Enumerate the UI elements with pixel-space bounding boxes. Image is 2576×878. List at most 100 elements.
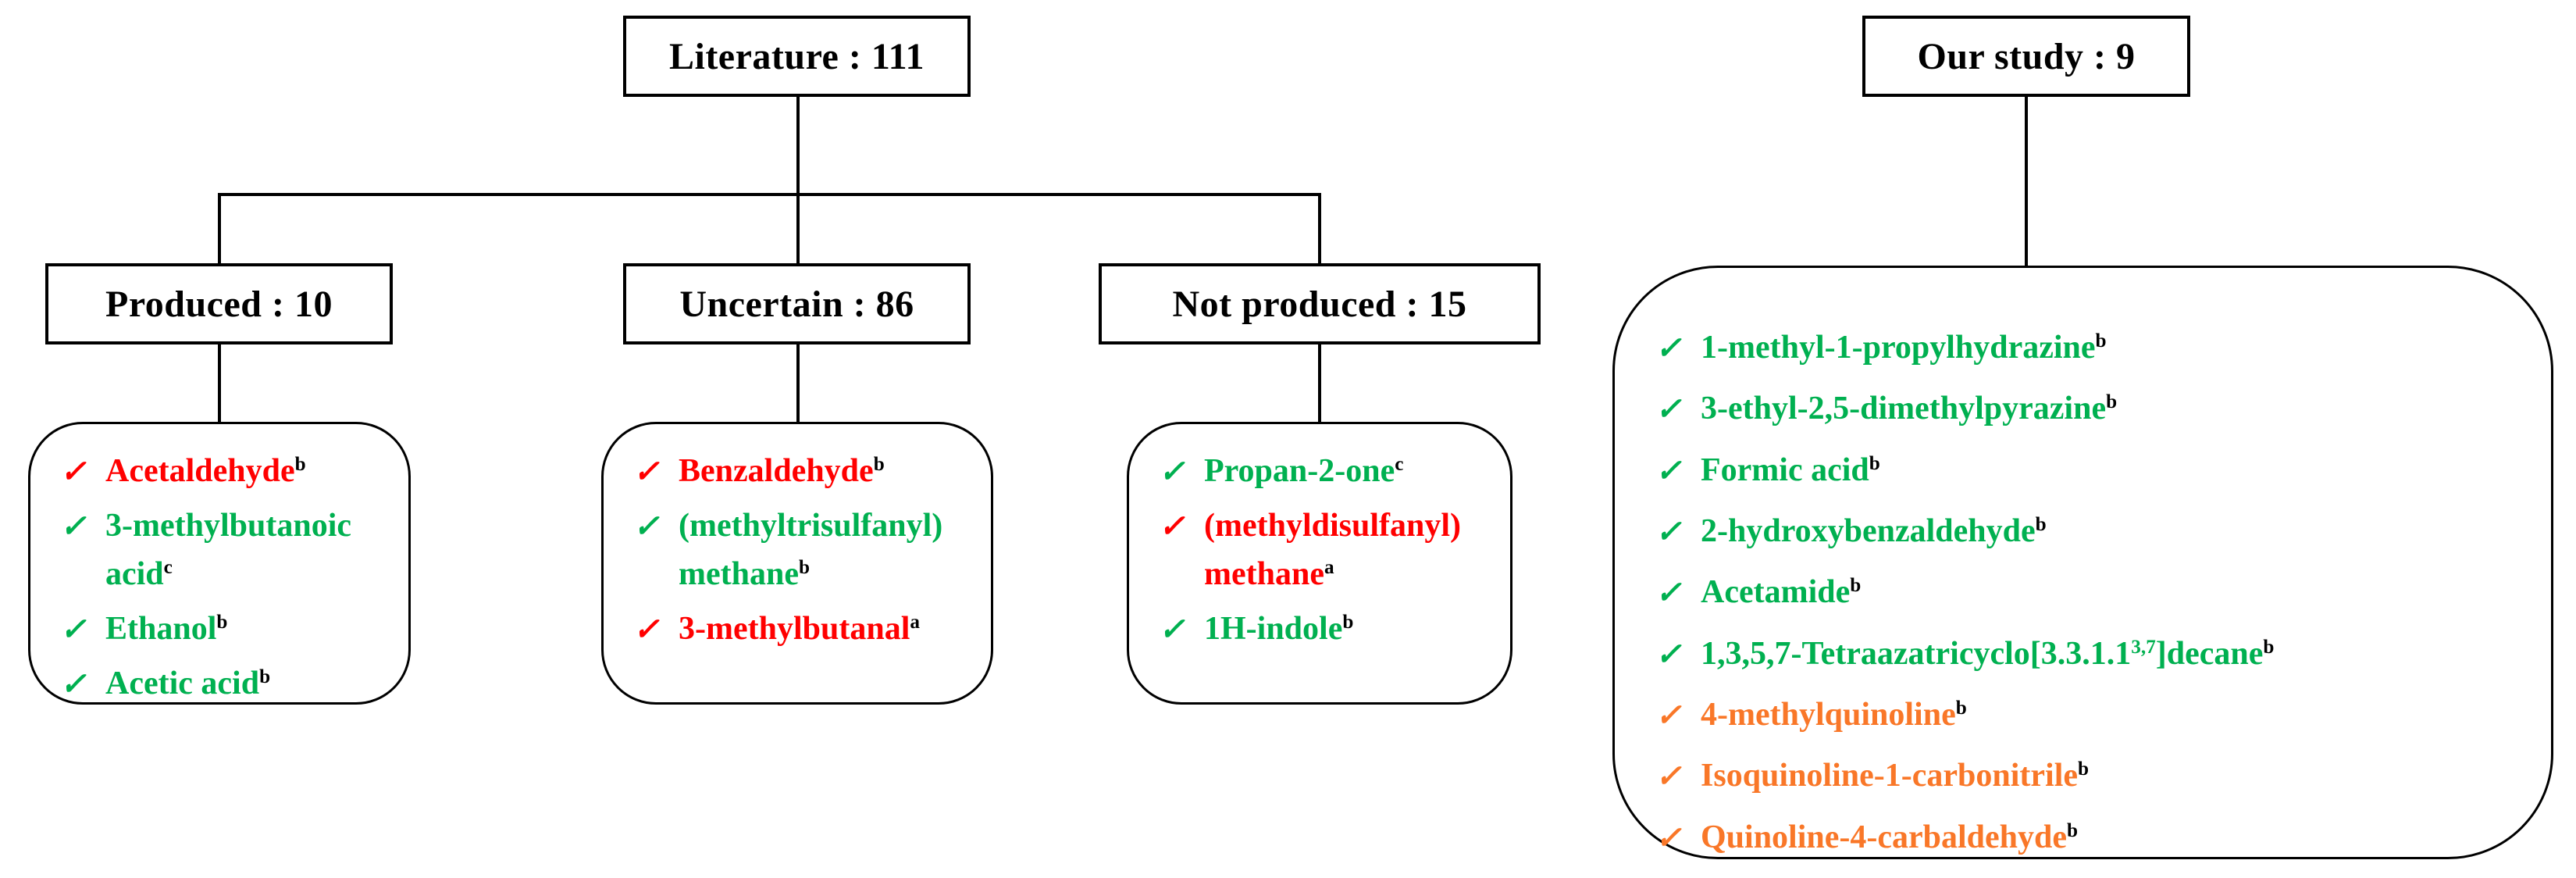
reference-marker: b [2067,819,2079,841]
check-icon: ✓ [1159,509,1185,544]
produced-list-box: ✓ Acetaldehydeb ✓ 3-methylbutanoic acidc ✓ Et… [28,422,411,705]
check-icon: ✓ [60,509,87,544]
node-produced-label: Produced : 10 [105,283,333,325]
reference-marker: a [1324,556,1334,578]
node-produced: Produced : 10 [45,263,393,344]
reference-marker: b [1869,452,1880,474]
not-produced-list: ✓ Propan-2-onec ✓ (methyldisulfanyl) methan… [1129,424,1510,702]
node-uncertain-label: Uncertain : 86 [679,283,914,325]
compound-item: ✓ 3-ethyl-2,5-dimethylpyrazineb [1655,385,2528,433]
compound-name: 3-methylbutanoic acidc [105,508,351,592]
node-not-produced-label: Not produced : 15 [1172,283,1467,325]
compound-name: Acetic acidb [105,666,271,702]
connector-line [796,343,800,423]
compound-item: ✓ Benzaldehydeb [633,448,977,495]
compound-name: 4-methylquinolineb [1701,696,1967,733]
connector-line [218,193,1321,196]
check-icon: ✓ [633,509,660,544]
compound-item: ✓ 3-methylbutanala [633,605,977,653]
reference-marker: a [910,612,920,634]
reference-marker: b [2106,391,2118,413]
compound-item: ✓ (methyltrisulfanyl) methaneb [633,502,977,598]
check-icon: ✓ [1655,330,1682,366]
compound-item: ✓ Propan-2-onec [1159,448,1496,495]
reference-marker: b [1850,575,1862,597]
reference-marker: b [294,454,306,476]
node-literature: Literature : 111 [623,16,971,97]
check-icon: ✓ [1159,611,1185,647]
check-icon: ✓ [1655,513,1682,549]
reference-marker: b [2095,330,2107,352]
compound-name: Quinoline-4-carbaldehydeb [1701,819,2079,855]
reference-marker: b [873,454,885,476]
check-icon: ✓ [1655,391,1682,427]
check-icon: ✓ [60,454,87,489]
compound-item: ✓ Ethanolb [60,605,394,653]
reference-marker: b [1342,612,1354,634]
connector-line [796,195,800,265]
compound-name: Ethanolb [105,610,228,647]
our-study-list-box: ✓ 1-methyl-1-propylhydrazineb ✓ 3-ethyl-2,5… [1612,266,2553,859]
compound-name: Acetamideb [1701,574,1862,611]
connector-line [1318,343,1321,423]
compound-item: ✓ Quinoline-4-carbaldehydeb [1655,814,2528,862]
check-icon: ✓ [1655,575,1682,611]
compound-item: ✓ 3-methylbutanoic acidc [60,502,394,598]
compound-name: Isoquinoline-1-carbonitrileb [1701,758,2090,794]
compound-item: ✓ 4-methylquinolineb [1655,691,2528,739]
reference-marker: b [216,612,228,634]
compound-name: Formic acidb [1701,451,1880,488]
connector-line [1318,195,1321,265]
check-icon: ✓ [1655,697,1682,733]
node-uncertain: Uncertain : 86 [623,263,971,344]
compound-name: 2-hydroxybenzaldehydeb [1701,512,2047,549]
reference-marker: b [2263,636,2275,658]
compound-name: 1,3,5,7-Tetraazatricyclo[3.3.1.13,7]deca… [1701,635,2275,672]
compound-name: 1-methyl-1-propylhydrazineb [1701,330,2107,366]
reference-marker: c [163,556,173,578]
compound-item: ✓ Acetamideb [1655,569,2528,616]
compound-name: Acetaldehydeb [105,453,306,489]
reference-marker: b [2035,514,2047,536]
compound-item: ✓ 1-methyl-1-propylhydrazineb [1655,324,2528,372]
check-icon: ✓ [1655,819,1682,855]
reference-marker: b [798,556,810,578]
reference-marker: b [1955,698,1967,719]
compound-name: 3-ethyl-2,5-dimethylpyrazineb [1701,391,2118,427]
compound-item: ✓ 2-hydroxybenzaldehydeb [1655,508,2528,555]
check-icon: ✓ [60,666,87,702]
connector-line [218,195,221,265]
uncertain-list: ✓ Benzaldehydeb ✓ (methyltrisulfanyl) metha… [604,424,991,702]
check-icon: ✓ [633,454,660,489]
produced-list: ✓ Acetaldehydeb ✓ 3-methylbutanoic acidc ✓ Et… [30,424,408,702]
compound-item: ✓ Formic acidb [1655,447,2528,494]
check-icon: ✓ [1655,452,1682,488]
check-icon: ✓ [1655,758,1682,794]
check-icon: ✓ [1159,454,1185,489]
compound-item: ✓1,3,5,7-Tetraazatricyclo[3.3.1.13,7]dec… [1655,630,2528,678]
uncertain-list-box: ✓ Benzaldehydeb ✓ (methyltrisulfanyl) metha… [601,422,993,705]
reference-marker: b [259,666,271,688]
node-our-study: Our study : 9 [1862,16,2190,97]
compound-name: Benzaldehydeb [679,453,885,489]
node-not-produced: Not produced : 15 [1099,263,1541,344]
connector-line [796,95,800,195]
check-icon: ✓ [60,611,87,647]
node-our-study-label: Our study : 9 [1917,35,2136,77]
not-produced-list-box: ✓ Propan-2-onec ✓ (methyldisulfanyl) methan… [1127,422,1512,705]
compound-item: ✓ Acetaldehydeb [60,448,394,495]
compound-name: (methyltrisulfanyl) methaneb [679,508,943,592]
connector-line [2025,95,2028,267]
reference-marker: b [2078,758,2090,780]
compound-name: 3-methylbutanala [679,610,920,647]
compound-name: (methyldisulfanyl) methanea [1204,508,1462,592]
node-literature-label: Literature : 111 [668,35,925,77]
check-icon: ✓ [633,611,660,647]
connector-line [218,343,221,423]
compound-name: Propan-2-onec [1204,453,1404,489]
compound-item: ✓ Acetic acidb [60,660,394,708]
compound-item: ✓ 1H-indoleb [1159,605,1496,653]
compound-item: ✓ (methyldisulfanyl) methanea [1159,502,1496,598]
compound-name: 1H-indoleb [1204,610,1354,647]
compound-item: ✓ Isoquinoline-1-carbonitrileb [1655,752,2528,800]
